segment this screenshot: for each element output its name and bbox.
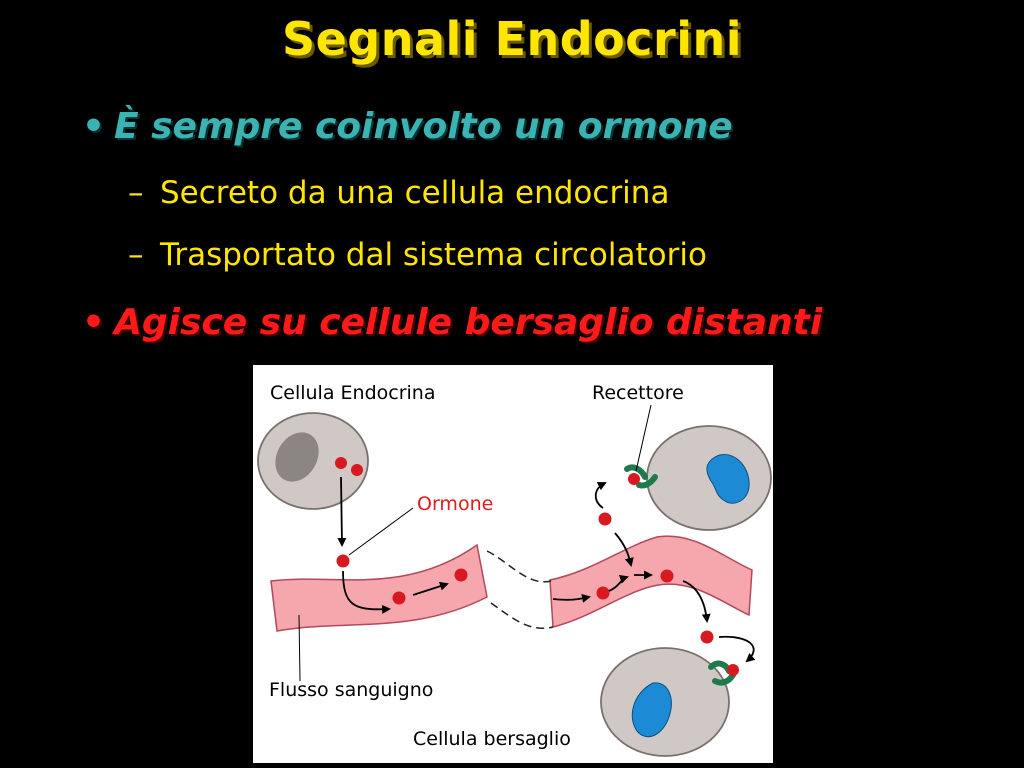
subbullet-text: Trasportato dal sistema circolatorio: [160, 237, 707, 273]
subbullet-dash: –: [128, 237, 144, 273]
endocrine-cell-nucleus: [275, 432, 319, 482]
vessel-gap-upper: [486, 550, 552, 583]
binding-arrow: [594, 482, 607, 509]
label-hormone: Ormone: [417, 493, 494, 515]
subbullet-transported: –Trasportato dal sistema circolatorio: [128, 237, 707, 273]
flow-arrow: [412, 581, 449, 596]
bullet-dot: •: [82, 106, 106, 147]
bullet-hormone-involved: •È sempre coinvolto un ormone: [82, 106, 733, 147]
hormone-dot: [596, 586, 610, 600]
hormone-dot: [454, 568, 468, 582]
target-cell-lower-nucleus: [631, 682, 672, 738]
hormone-dot-bound: [727, 664, 739, 676]
label-receptor: Recettore: [592, 382, 684, 404]
blood-flow-pointer-line: [298, 614, 301, 682]
hormone-dot: [392, 591, 406, 605]
diagram-canvas: [257, 404, 772, 757]
endocrine-signaling-diagram: Cellula Endocrina Recettore Ormone Fluss…: [253, 365, 773, 763]
binding-arrow: [718, 635, 756, 663]
vessel-gap-lower: [490, 602, 554, 629]
hormone-dot: [335, 457, 347, 469]
flow-arrow: [614, 532, 634, 567]
bullet-dot: •: [82, 302, 106, 343]
label-target-cell: Cellula bersaglio: [413, 728, 571, 750]
receptor-pointer-line: [635, 404, 652, 472]
flow-arrow: [552, 593, 591, 603]
flow-arrow: [342, 570, 391, 614]
hormone-dot: [336, 554, 350, 568]
hormone-dot: [351, 464, 363, 476]
bullet-text: Agisce su cellule bersaglio distanti: [114, 302, 823, 343]
blood-vessel-right: [549, 535, 753, 628]
hormone-pointer-line: [348, 507, 414, 556]
bullet-text: È sempre coinvolto un ormone: [114, 106, 733, 147]
hormone-dot: [660, 569, 674, 583]
subbullet-secreted: –Secreto da una cellula endocrina: [128, 175, 669, 211]
subbullet-dash: –: [128, 175, 144, 211]
hormone-dot: [700, 630, 714, 644]
blood-vessel-left: [270, 543, 488, 632]
hormone-dot-bound: [628, 473, 640, 485]
subbullet-text: Secreto da una cellula endocrina: [160, 175, 670, 211]
flow-arrow: [608, 574, 629, 592]
secretion-arrow: [337, 476, 347, 547]
hormone-dot: [598, 512, 612, 526]
flow-arrow: [682, 580, 711, 623]
slide-title: Segnali Endocrini: [281, 12, 743, 66]
label-blood-flow: Flusso sanguigno: [269, 679, 434, 701]
label-endocrine-cell: Cellula Endocrina: [270, 382, 436, 404]
target-cell-upper-nucleus: [706, 454, 750, 504]
bullet-distant-targets: •Agisce su cellule bersaglio distanti: [82, 302, 822, 343]
